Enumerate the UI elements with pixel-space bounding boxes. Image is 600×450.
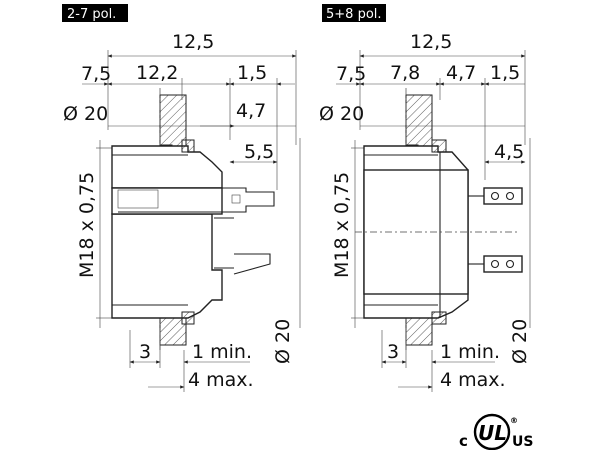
ul-logo-circle bbox=[473, 413, 511, 450]
dim-right: 1,5 bbox=[237, 62, 267, 84]
dim-panel-max: 4 max. bbox=[188, 369, 254, 391]
dim-mid2: 4,7 bbox=[446, 62, 476, 84]
variant-tag-box bbox=[322, 4, 386, 22]
dim-panel-max: 4 max. bbox=[440, 369, 506, 391]
dim-pin: 4,5 bbox=[494, 141, 524, 163]
dim-left: 7,5 bbox=[336, 63, 366, 85]
dim-mid: 12,2 bbox=[136, 62, 178, 84]
dim-mid: 7,8 bbox=[390, 62, 420, 84]
dim-dia: Ø 20 bbox=[319, 103, 364, 125]
dim-panel-min: 1 min. bbox=[192, 341, 252, 363]
variant-2-7-pol: 2-7 pol. 12,5 7,5 12,2 1,5 Ø 20 4,7 5,5 … bbox=[62, 4, 301, 392]
dim-dia-bottom: Ø 20 bbox=[272, 319, 294, 364]
dim-panel-min: 1 min. bbox=[440, 341, 500, 363]
ul-cert-mark: c UL US ® bbox=[459, 413, 533, 450]
dim-left: 7,5 bbox=[81, 63, 111, 85]
variant-tag: 5+8 pol. bbox=[326, 7, 382, 22]
variant-tag-box bbox=[62, 4, 128, 22]
variant-tag: 2-7 pol. bbox=[67, 7, 116, 22]
dim-overall: 12,5 bbox=[410, 31, 452, 53]
dim-right: 1,5 bbox=[490, 62, 520, 84]
dim-bottom-left: 3 bbox=[139, 341, 151, 363]
dim-depth: 4,7 bbox=[236, 100, 266, 122]
dim-pin: 5,5 bbox=[244, 141, 274, 163]
cert-c: c bbox=[459, 432, 468, 450]
cert-us: US bbox=[512, 434, 533, 450]
variant-5-8-pol: 5+8 pol. 12,5 7,5 7,8 4,7 1,5 Ø 20 4,5 M… bbox=[319, 4, 531, 392]
dim-dia-bottom: Ø 20 bbox=[509, 319, 531, 364]
cert-mark: UL bbox=[478, 421, 507, 445]
dim-thread: M18 x 0,75 bbox=[331, 172, 353, 278]
cert-registered: ® bbox=[510, 416, 518, 425]
dim-thread: M18 x 0,75 bbox=[76, 172, 98, 278]
dim-overall: 12,5 bbox=[172, 31, 214, 53]
dim-bottom-left: 3 bbox=[387, 341, 399, 363]
dim-dia: Ø 20 bbox=[63, 103, 108, 125]
